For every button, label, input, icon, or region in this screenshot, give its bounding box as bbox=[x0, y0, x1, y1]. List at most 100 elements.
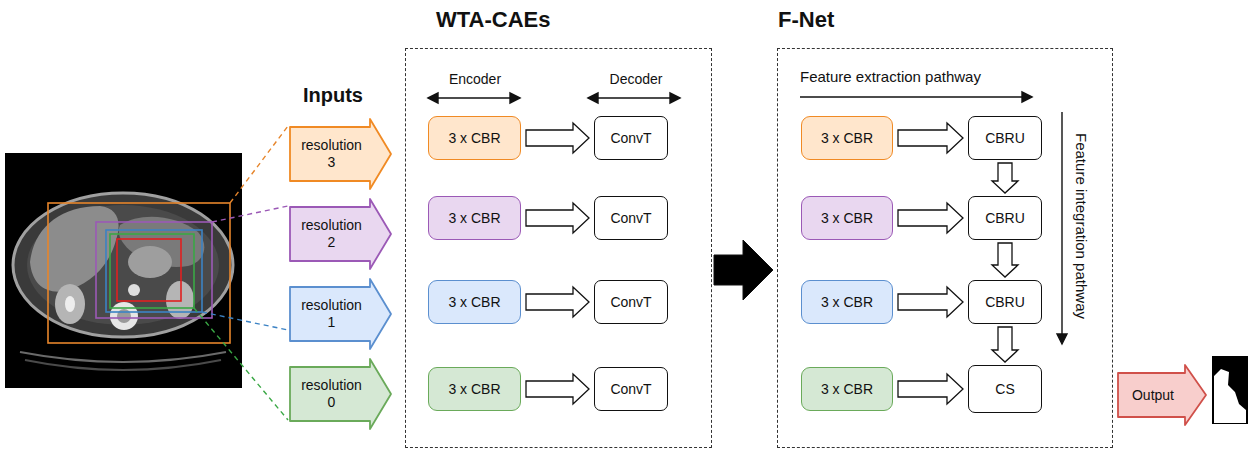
ct-table bbox=[25, 360, 221, 370]
box-label: CS bbox=[995, 381, 1014, 398]
roi-box bbox=[48, 203, 230, 343]
leader-line bbox=[194, 308, 288, 420]
ct-kidney bbox=[166, 281, 194, 319]
box-label: CBRU bbox=[985, 130, 1025, 147]
ct-image bbox=[5, 153, 242, 388]
arrow-outline bbox=[290, 119, 391, 189]
hollow-arrow bbox=[526, 287, 589, 317]
integration-box: CBRU bbox=[968, 280, 1042, 324]
pathway-arrow-line bbox=[800, 96, 1024, 97]
box-label: ConvT bbox=[610, 381, 651, 398]
arrow-head bbox=[1057, 334, 1067, 344]
arrow-label-area: Output bbox=[1117, 364, 1189, 426]
encoder-box: 3 x CBR bbox=[428, 196, 521, 240]
module-container: WTA-CAEs3 x CBRConvT3 x CBRConvT3 x CBRC… bbox=[405, 48, 712, 448]
hollow-arrow bbox=[898, 287, 963, 317]
axis-label: Decoder bbox=[610, 71, 663, 87]
hollow-arrow bbox=[898, 123, 963, 153]
feature-box: 3 x CBR bbox=[801, 196, 893, 240]
pathway-label: Feature integration pathway bbox=[1073, 133, 1090, 319]
ct-organ bbox=[128, 246, 172, 278]
box-label: 3 x CBR bbox=[448, 210, 500, 227]
decoder-box: ConvT bbox=[594, 196, 668, 240]
input-arrow: resolution 3 bbox=[289, 118, 392, 190]
box-label: ConvT bbox=[610, 294, 651, 311]
roi-box bbox=[96, 222, 212, 318]
hollow-arrow bbox=[526, 374, 589, 404]
box-label: ConvT bbox=[610, 130, 651, 147]
arrow-label: resolution 2 bbox=[299, 217, 365, 251]
box-label: 3 x CBR bbox=[821, 130, 873, 147]
ct-spine-core bbox=[117, 309, 131, 323]
encoder-box: 3 x CBR bbox=[428, 367, 521, 411]
arrow-shape bbox=[289, 198, 392, 270]
ct-aorta bbox=[128, 284, 140, 296]
decoder-box: ConvT bbox=[594, 280, 668, 324]
leader-line bbox=[202, 312, 288, 330]
arrow-head bbox=[670, 93, 680, 103]
arrow-head bbox=[588, 93, 598, 103]
roi-box bbox=[106, 230, 202, 312]
encoder-box: 3 x CBR bbox=[428, 280, 521, 324]
mask-image bbox=[1212, 356, 1248, 424]
decoder-box: ConvT bbox=[594, 367, 668, 411]
roi-box bbox=[110, 234, 194, 308]
arrow-head bbox=[1022, 92, 1032, 102]
box-label: 3 x CBR bbox=[821, 294, 873, 311]
leader-line bbox=[230, 126, 288, 203]
arrow-label-area: resolution 2 bbox=[289, 198, 374, 270]
ct-kidney-core bbox=[65, 296, 75, 312]
input-arrow: resolution 1 bbox=[289, 278, 392, 350]
module-title: F-Net bbox=[778, 7, 834, 33]
integration-box: CS bbox=[968, 365, 1042, 413]
double-arrow-line bbox=[596, 97, 672, 98]
arrow-label-area: resolution 1 bbox=[289, 278, 374, 350]
ct-spine bbox=[110, 302, 138, 330]
feature-box: 3 x CBR bbox=[801, 367, 893, 411]
input-arrow: resolution 2 bbox=[289, 198, 392, 270]
roi-box bbox=[117, 239, 181, 301]
pathway-label: Feature extraction pathway bbox=[800, 68, 981, 85]
arrow-outline bbox=[1118, 365, 1206, 425]
hollow-arrow bbox=[898, 203, 963, 233]
box-label: ConvT bbox=[610, 210, 651, 227]
hollow-arrow bbox=[992, 327, 1018, 362]
hollow-arrow bbox=[992, 243, 1018, 277]
feature-box: 3 x CBR bbox=[801, 116, 893, 160]
pathway-arrow-line bbox=[1061, 112, 1062, 336]
mask-region bbox=[1214, 369, 1246, 423]
arrow-label: Output bbox=[1132, 387, 1174, 404]
direction-arrows bbox=[428, 92, 1067, 344]
module-container: F-Net3 x CBRCBRU3 x CBRCBRU3 x CBRCBRU3 … bbox=[777, 48, 1113, 448]
ct-table bbox=[20, 352, 226, 362]
box-label: 3 x CBR bbox=[448, 381, 500, 398]
hollow-arrow bbox=[992, 163, 1018, 193]
axis-label: Encoder bbox=[449, 71, 501, 87]
decoder-box: ConvT bbox=[594, 116, 668, 160]
box-label: 3 x CBR bbox=[821, 210, 873, 227]
arrow-label: resolution 1 bbox=[299, 297, 365, 331]
arrow-shape bbox=[289, 278, 392, 350]
arrow-shape bbox=[289, 118, 392, 190]
hollow-arrow bbox=[526, 203, 589, 233]
hollow-arrow bbox=[526, 123, 589, 153]
arrow-label: resolution 0 bbox=[299, 377, 365, 411]
arrow-label: resolution 3 bbox=[299, 137, 365, 171]
block-arrow bbox=[714, 240, 773, 300]
box-label: 3 x CBR bbox=[821, 381, 873, 398]
box-label: CBRU bbox=[985, 210, 1025, 227]
mask-background bbox=[1212, 356, 1248, 424]
section-title: Inputs bbox=[303, 84, 363, 107]
module-title: WTA-CAEs bbox=[436, 7, 550, 33]
integration-box: CBRU bbox=[968, 196, 1042, 240]
arrow-head bbox=[428, 93, 438, 103]
arrow-shape bbox=[289, 358, 392, 430]
encoder-box: 3 x CBR bbox=[428, 116, 521, 160]
leader-lines bbox=[194, 126, 288, 420]
arrow-outline bbox=[290, 199, 391, 269]
leader-line bbox=[212, 206, 288, 222]
box-label: 3 x CBR bbox=[448, 130, 500, 147]
input-arrow: resolution 0 bbox=[289, 358, 392, 430]
double-arrow-line bbox=[436, 97, 512, 98]
